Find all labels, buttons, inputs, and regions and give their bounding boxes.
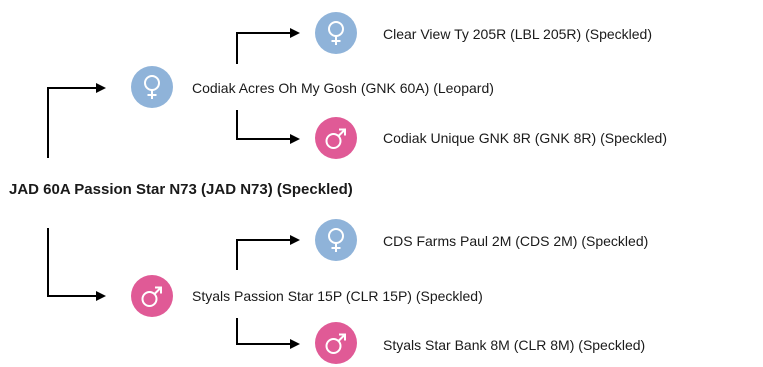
male-symbol-icon: [315, 117, 357, 159]
male-symbol-icon: [131, 275, 173, 317]
connector-sire-to-granddam: [236, 235, 300, 270]
female-symbol-icon: [315, 219, 357, 261]
connector-root-to-dam: [47, 83, 106, 158]
male-symbol-icon: [315, 322, 357, 364]
connector-root-to-sire: [47, 228, 106, 301]
dam-dam-name: Clear View Ty 205R (LBL 205R) (Speckled): [383, 26, 652, 42]
dam-name: Codiak Acres Oh My Gosh (GNK 60A) (Leopa…: [192, 80, 494, 96]
root-animal-name: JAD 60A Passion Star N73 (JAD N73) (Spec…: [9, 181, 353, 198]
female-symbol-icon: [315, 12, 357, 54]
sire-dam-name: CDS Farms Paul 2M (CDS 2M) (Speckled): [383, 233, 649, 249]
female-symbol-icon: [131, 66, 173, 108]
connector-dam-to-grandsire: [236, 110, 300, 144]
dam-sire-name: Codiak Unique GNK 8R (GNK 8R) (Speckled): [383, 130, 667, 146]
connector-sire-to-grandsire: [236, 318, 300, 349]
connector-dam-to-granddam: [236, 28, 300, 64]
sire-sire-name: Styals Star Bank 8M (CLR 8M) (Speckled): [383, 337, 646, 353]
sire-name: Styals Passion Star 15P (CLR 15P) (Speck…: [192, 288, 483, 304]
